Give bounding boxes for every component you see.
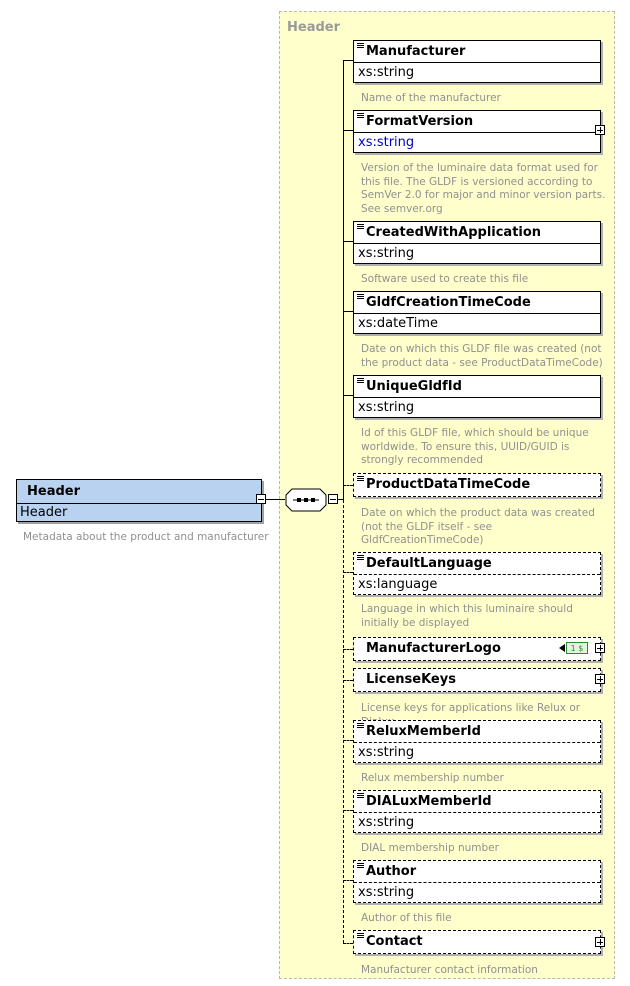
element-description: Relux membership number [361,772,504,784]
element-description: Manufacturer contact information [361,964,538,976]
element-marker-icon [357,113,364,119]
element-name: GldfCreationTimeCode [366,295,531,310]
expand-icon[interactable] [595,125,605,135]
element-description: Author of this file [361,912,452,924]
element-name: CreatedWithApplication [366,225,542,240]
element-type-link[interactable]: xs:string [354,132,600,153]
element-description: DIAL membership number [361,842,499,854]
element-type: xs:string [354,397,600,418]
arrow-left-icon [559,644,565,652]
element-marker-icon [357,863,364,869]
sequence-compositor-icon [285,488,327,512]
element-contact[interactable]: Contact [353,930,601,954]
element-default-language[interactable]: DefaultLanguage xs:language [353,552,601,595]
element-marker-icon [357,224,364,230]
element-name: Manufacturer [366,44,466,59]
element-description: Date on which the product data was creat… [361,507,595,546]
expand-icon[interactable] [595,674,605,684]
element-marker-icon [357,933,364,939]
element-product-data-time-code[interactable]: ProductDataTimeCode [353,473,601,497]
element-type: xs:string [354,882,600,903]
root-collapse-icon[interactable] [256,494,266,504]
expand-icon[interactable] [595,643,605,653]
element-manufacturer-logo[interactable]: ManufacturerLogo [353,637,601,661]
element-description: Date on which this GLDF file was created… [361,343,603,369]
element-type: xs:string [354,742,600,763]
element-type: xs:language [354,574,600,595]
sequence-collapse-icon[interactable] [328,494,338,504]
element-name: Author [366,864,417,879]
element-created-with-application[interactable]: CreatedWithApplication xs:string [353,221,601,264]
element-description: Name of the manufacturer [361,92,501,104]
element-gldf-creation-time-code[interactable]: GldfCreationTimeCode xs:dateTime [353,291,601,334]
element-marker-icon [357,793,364,799]
element-marker-icon [357,378,364,384]
element-marker-icon [357,43,364,49]
element-license-keys[interactable]: LicenseKeys [353,668,601,692]
element-name: ManufacturerLogo [366,641,501,656]
element-type: xs:dateTime [354,313,600,334]
element-manufacturer[interactable]: Manufacturer xs:string [353,40,601,83]
element-type: xs:string [354,62,600,83]
expand-icon[interactable] [595,937,605,947]
element-name: UniqueGldfId [366,379,462,394]
element-name: Contact [366,934,423,949]
group-title: Header [287,20,341,35]
element-unique-gldf-id[interactable]: UniqueGldfId xs:string [353,375,601,418]
root-element-name: Header [27,484,81,499]
element-author[interactable]: Author xs:string [353,860,601,903]
element-name: DefaultLanguage [366,556,492,571]
root-element-header[interactable]: Header Header [16,479,262,522]
root-element-type: Header [17,503,261,522]
attributes-badge-icon: 1 $ [566,642,588,654]
element-name: ProductDataTimeCode [366,477,531,492]
element-description: Software used to create this file [361,273,529,285]
element-name: FormatVersion [366,114,474,129]
element-relux-member-id[interactable]: ReluxMemberId xs:string [353,720,601,763]
element-description: Language in which this luminaire should … [361,603,573,629]
element-type: xs:string [354,812,600,833]
element-marker-icon [357,555,364,561]
element-type: xs:string [354,243,600,264]
element-format-version[interactable]: FormatVersion xs:string [353,110,601,153]
element-name: ReluxMemberId [366,724,481,739]
element-marker-icon [357,476,364,482]
root-element-description: Metadata about the product and manufactu… [23,531,269,543]
element-marker-icon [357,723,364,729]
element-description: Id of this GLDF file, which should be un… [361,427,589,466]
element-description: Version of the luminaire data format use… [361,162,606,215]
element-marker-icon [357,294,364,300]
element-name: LicenseKeys [366,672,456,687]
element-name: DIALuxMemberId [366,794,492,809]
element-dialux-member-id[interactable]: DIALuxMemberId xs:string [353,790,601,833]
